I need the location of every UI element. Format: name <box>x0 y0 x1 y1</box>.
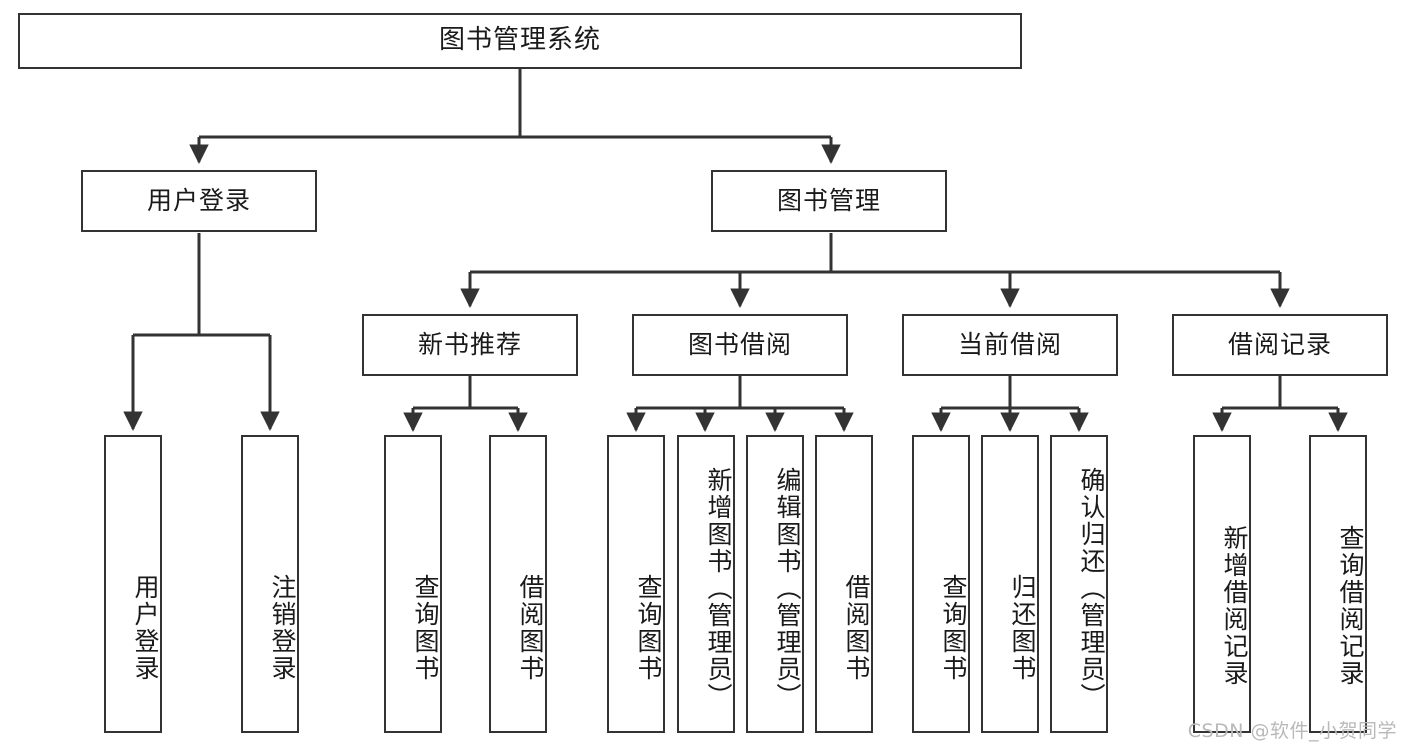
leaf-query-book-recommend[interactable]: 查询图书 <box>384 435 442 733</box>
node-borrow-record[interactable]: 借阅记录 <box>1172 314 1388 376</box>
leaf-query-borrow-record[interactable]: 查询借阅记录 <box>1309 435 1367 733</box>
leaf-add-book-admin[interactable]: 新增图书（管理员） <box>677 435 735 733</box>
leaf-add-borrow-record[interactable]: 新增借阅记录 <box>1193 435 1251 733</box>
leaf-return-book[interactable]: 归还图书 <box>981 435 1039 733</box>
leaf-edit-book-admin[interactable]: 编辑图书（管理员） <box>746 435 804 733</box>
leaf-query-book-borrow[interactable]: 查询图书 <box>607 435 665 733</box>
leaf-user-login[interactable]: 用户登录 <box>104 435 162 733</box>
leaf-logout-login[interactable]: 注销登录 <box>241 435 299 733</box>
node-root-system[interactable]: 图书管理系统 <box>18 13 1022 69</box>
leaf-borrow-book-recommend[interactable]: 借阅图书 <box>489 435 547 733</box>
node-user-login[interactable]: 用户登录 <box>81 170 317 232</box>
node-new-book-recommend[interactable]: 新书推荐 <box>362 314 578 376</box>
node-book-manage[interactable]: 图书管理 <box>711 170 947 232</box>
leaf-confirm-return-admin[interactable]: 确认归还（管理员） <box>1050 435 1108 733</box>
node-book-borrow[interactable]: 图书借阅 <box>632 314 848 376</box>
leaf-borrow-book[interactable]: 借阅图书 <box>815 435 873 733</box>
leaf-query-book-current[interactable]: 查询图书 <box>912 435 970 733</box>
node-current-borrow[interactable]: 当前借阅 <box>902 314 1118 376</box>
